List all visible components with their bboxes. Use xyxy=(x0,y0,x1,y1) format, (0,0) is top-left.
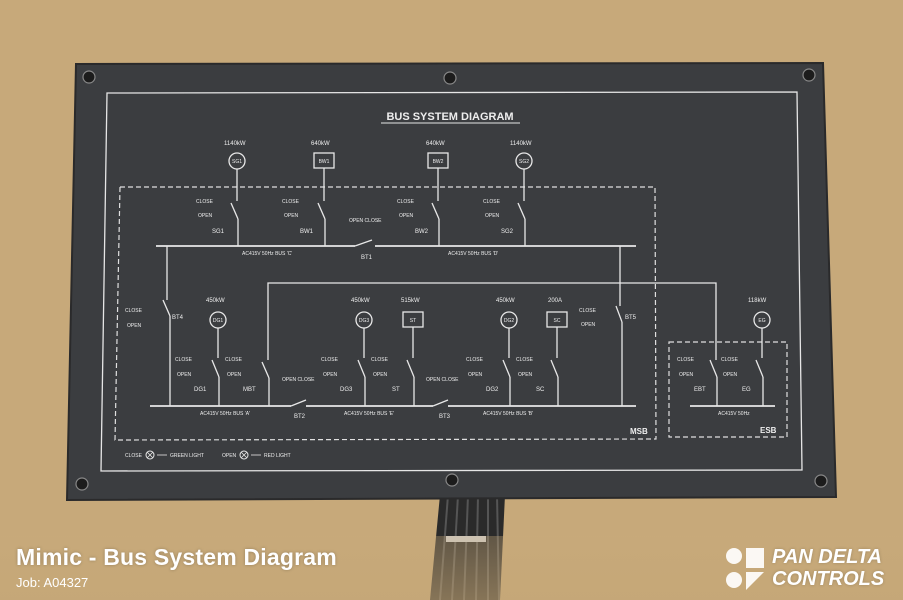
diagram-title: BUS SYSTEM DIAGRAM xyxy=(386,111,513,123)
bt5-breaker: BT5 xyxy=(625,315,637,321)
legend: CLOSE GREEN LIGHT OPEN RED LIGHT xyxy=(125,450,291,460)
bus-e-label: AC415V 50Hz BUS 'E' xyxy=(344,411,394,417)
legend-green: GREEN LIGHT xyxy=(170,453,204,459)
dg2-open: OPEN xyxy=(468,372,483,378)
dg3-close: CLOSE xyxy=(321,357,339,363)
sg2-power: 1140kW xyxy=(510,141,532,147)
legend-open: OPEN xyxy=(222,453,237,459)
bt4-open: OPEN xyxy=(127,323,142,329)
dg3-breaker: DG3 xyxy=(340,387,353,393)
st-power: 515kW xyxy=(401,298,420,304)
bw2-open: OPEN xyxy=(399,213,414,219)
legend-red: RED LIGHT xyxy=(264,453,291,459)
ebt-open: OPEN xyxy=(679,372,694,378)
bt5-open: OPEN xyxy=(581,322,596,328)
sg2-name: SG2 xyxy=(519,159,529,165)
msb-section xyxy=(114,186,657,441)
st-open: OPEN xyxy=(373,372,388,378)
msb-label: MSB xyxy=(630,427,648,436)
ebt-breaker: EBT xyxy=(694,387,706,393)
dg3-power: 450kW xyxy=(351,298,370,304)
st-close: CLOSE xyxy=(371,357,389,363)
bus-d-label: AC415V 50Hz BUS 'D' xyxy=(448,251,498,257)
esb-label: ESB xyxy=(760,426,777,435)
bw1-open: OPEN xyxy=(284,213,299,219)
mbt-breaker: MBT xyxy=(243,387,256,393)
bw1-name: BW1 xyxy=(319,159,330,165)
bt1-label: BT1 xyxy=(361,255,373,261)
caption-job: Job: A04327 xyxy=(16,575,89,590)
eg-open: OPEN xyxy=(723,372,738,378)
dg1-name: DG1 xyxy=(213,318,224,324)
bw2-power: 640kW xyxy=(426,141,445,147)
dg2-close: CLOSE xyxy=(466,357,484,363)
mounting-holes xyxy=(75,68,828,491)
bw2-name: BW2 xyxy=(433,159,444,165)
sc-open: OPEN xyxy=(518,372,533,378)
bw1-close: CLOSE xyxy=(282,199,300,205)
sg2-breaker: SG2 xyxy=(501,229,514,235)
dg2-breaker: DG2 xyxy=(486,387,499,393)
red-light-icon xyxy=(239,450,249,460)
bus-a-label: AC415V 50Hz BUS 'A' xyxy=(200,411,250,417)
bw2-close: CLOSE xyxy=(397,199,415,205)
eg-name: EG xyxy=(758,318,765,324)
bus-esb-label: AC415V 50Hz xyxy=(718,411,750,417)
sc-power: 200A xyxy=(548,298,562,304)
bw1-breaker: BW1 xyxy=(300,229,314,235)
bw1-power: 640kW xyxy=(311,141,330,147)
sc-name: SC xyxy=(554,318,561,324)
caption-title: Mimic - Bus System Diagram xyxy=(16,544,337,570)
sg1-power: 1140kW xyxy=(224,141,246,147)
dg3-open: OPEN xyxy=(323,372,338,378)
st-name: ST xyxy=(410,318,416,324)
sg1-open: OPEN xyxy=(198,213,213,219)
eg-breaker: EG xyxy=(742,387,751,393)
bus-b-label: AC415V 50Hz BUS 'B' xyxy=(483,411,533,417)
sg2-close: CLOSE xyxy=(483,199,501,205)
pan-delta-logo-icon xyxy=(726,548,764,590)
dg2-power: 450kW xyxy=(496,298,515,304)
mbt-close: CLOSE xyxy=(225,357,243,363)
sg1-breaker: SG1 xyxy=(212,229,225,235)
sg2-open: OPEN xyxy=(485,213,500,219)
dg3-name: DG3 xyxy=(359,318,370,324)
bt4-close: CLOSE xyxy=(125,308,143,314)
mimic-panel xyxy=(65,61,838,502)
panel-frame xyxy=(100,91,803,472)
legend-close: CLOSE xyxy=(125,453,143,459)
brand-name: PAN DELTA CONTROLS xyxy=(772,546,884,590)
bt1-open-close: OPEN CLOSE xyxy=(349,218,382,224)
eg-power: 118kW xyxy=(748,298,767,304)
sc-close: CLOSE xyxy=(516,357,534,363)
bt2-label: BT2 xyxy=(294,414,306,420)
dg2-name: DG2 xyxy=(504,318,515,324)
sg1-close: CLOSE xyxy=(196,199,214,205)
bw2-breaker: BW2 xyxy=(415,229,429,235)
eg-close: CLOSE xyxy=(721,357,739,363)
esb-section xyxy=(668,341,788,438)
dg1-breaker: DG1 xyxy=(194,387,207,393)
dg1-power: 450kW xyxy=(206,298,225,304)
bus-c-label: AC415V 50Hz BUS 'C' xyxy=(242,251,292,257)
bt5-close: CLOSE xyxy=(579,308,597,314)
bt2-open-close: OPEN CLOSE xyxy=(282,377,315,383)
green-light-icon xyxy=(145,450,155,460)
mbt-open: OPEN xyxy=(227,372,242,378)
dg1-open: OPEN xyxy=(177,372,192,378)
dg1-close: CLOSE xyxy=(175,357,193,363)
ebt-close: CLOSE xyxy=(677,357,695,363)
sg1-name: SG1 xyxy=(232,159,242,165)
sc-breaker: SC xyxy=(536,387,545,393)
bt4-breaker: BT4 xyxy=(172,315,184,321)
bt3-label: BT3 xyxy=(439,414,451,420)
brand-line-2: CONTROLS xyxy=(772,568,885,590)
st-breaker: ST xyxy=(392,387,400,393)
bt3-open-close: OPEN CLOSE xyxy=(426,377,459,383)
brand-line-1: PAN DELTA xyxy=(772,546,882,568)
